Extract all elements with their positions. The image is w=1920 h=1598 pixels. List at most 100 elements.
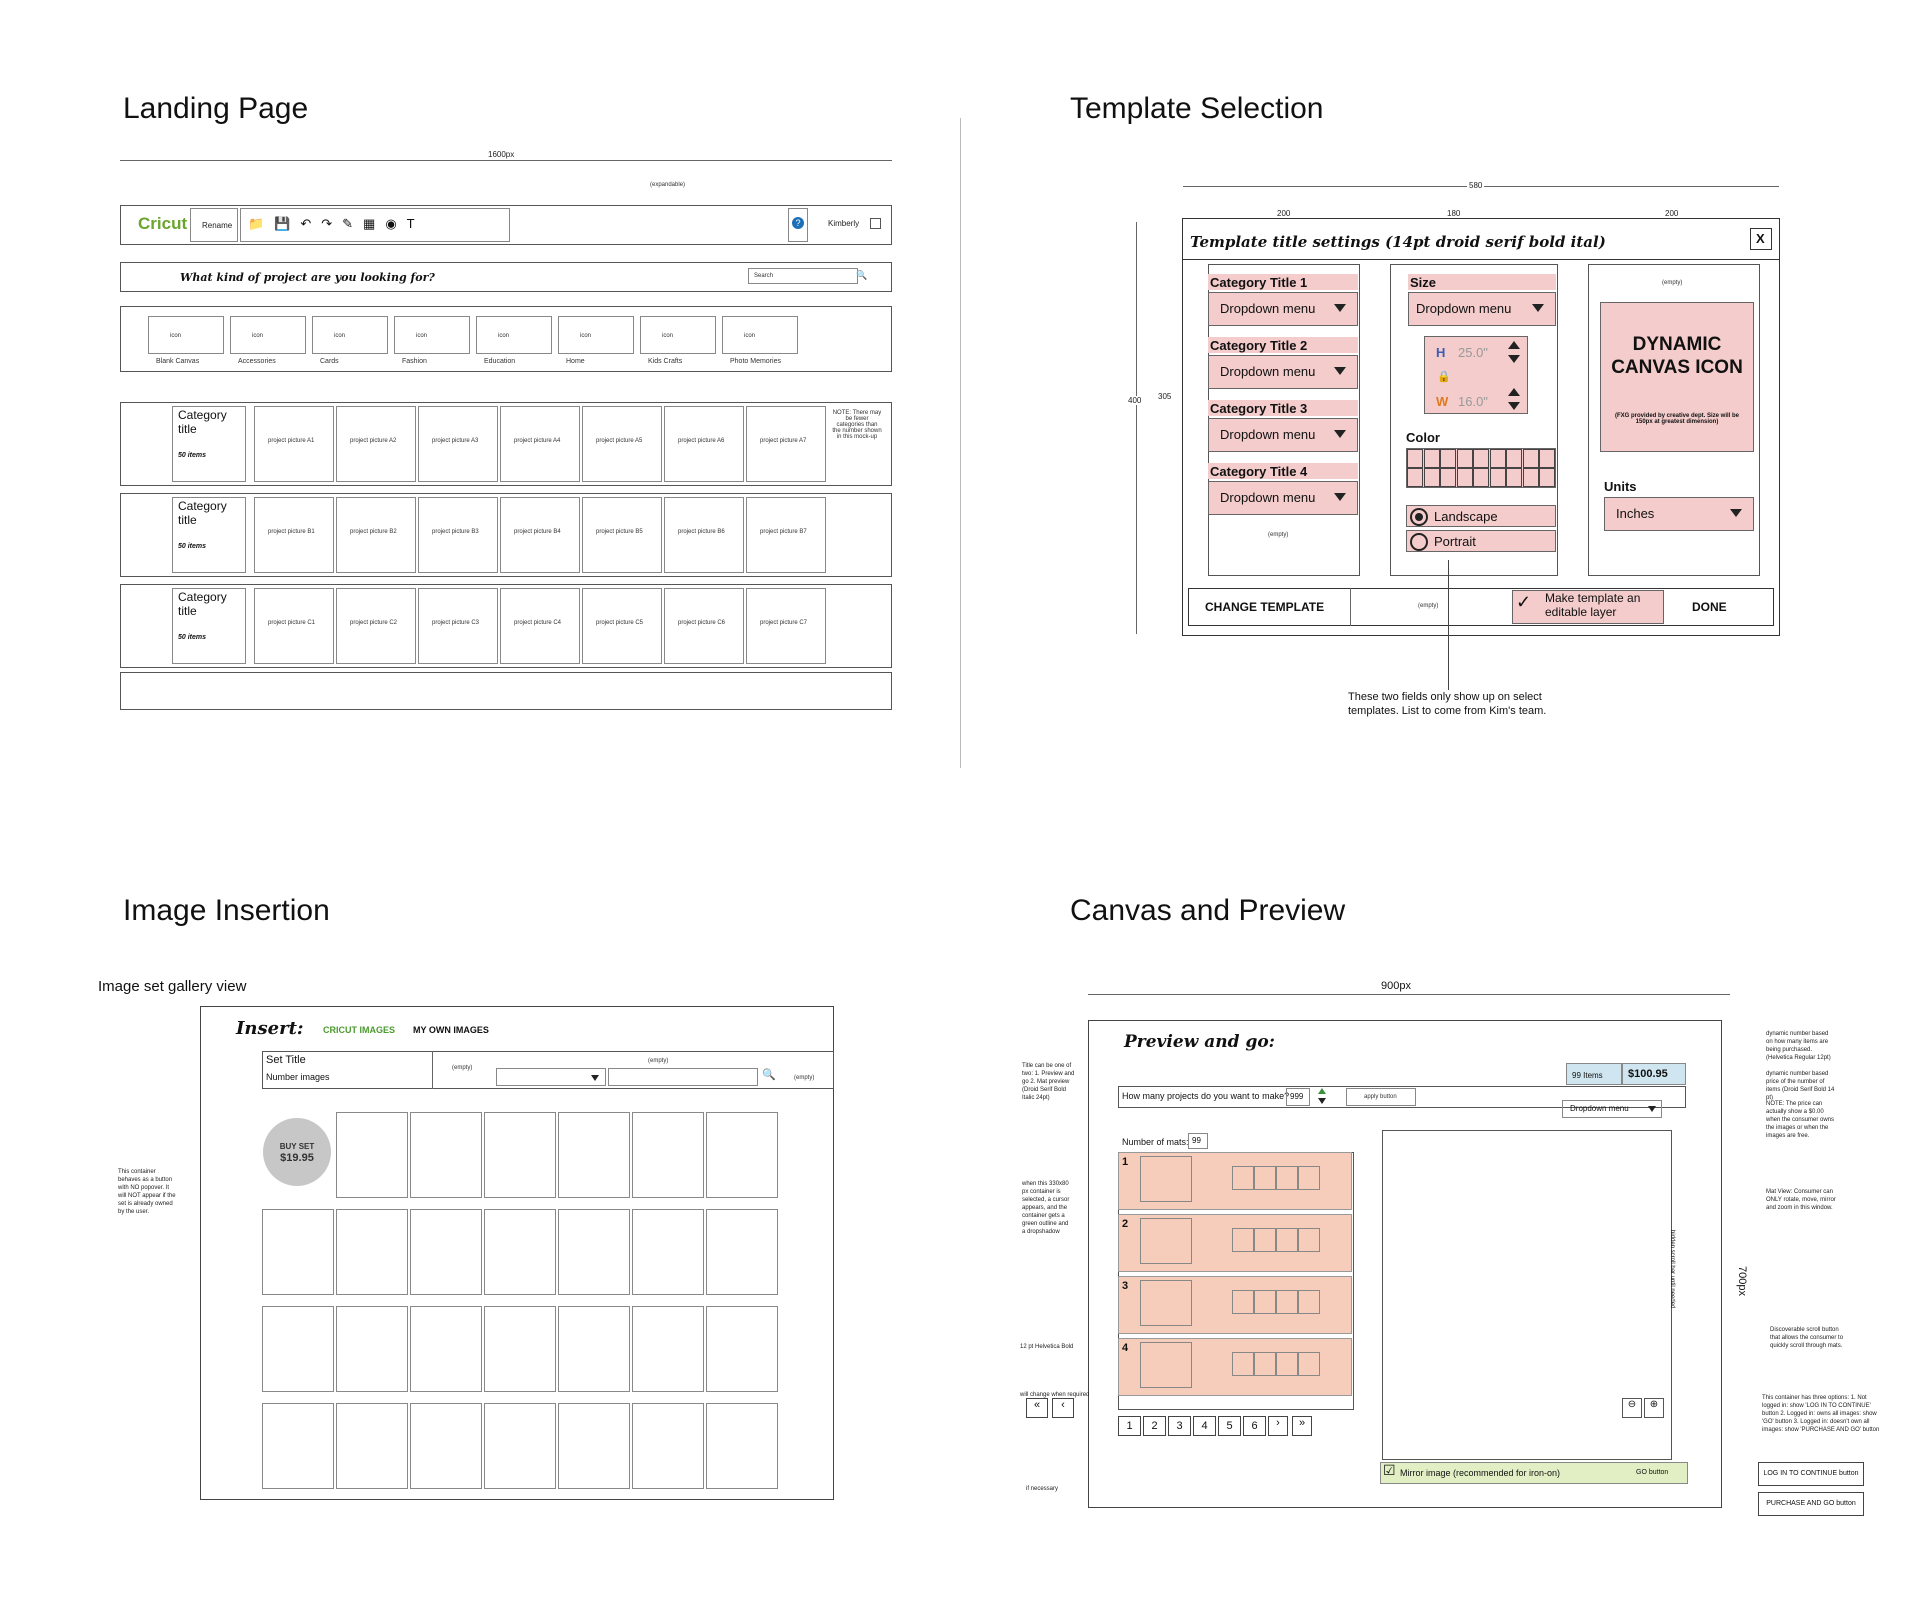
image-thumbnail[interactable] [632, 1112, 704, 1198]
last-page-icon[interactable]: » [1292, 1416, 1312, 1436]
user-name[interactable]: Kimberly [828, 219, 860, 228]
help-button[interactable] [788, 208, 808, 242]
image-thumbnail[interactable] [262, 1306, 334, 1392]
portrait-option[interactable] [1406, 530, 1556, 552]
image-thumbnail[interactable] [336, 1403, 408, 1489]
landscape-radio[interactable] [1410, 508, 1428, 526]
search-input[interactable] [748, 268, 858, 284]
mat-item[interactable] [1118, 1276, 1352, 1334]
color-swatch[interactable] [1473, 449, 1489, 468]
height-input[interactable]: 25.0" [1458, 345, 1488, 360]
image-thumbnail[interactable] [632, 1403, 704, 1489]
project-picture[interactable] [254, 588, 334, 664]
mat-item[interactable] [1118, 1152, 1352, 1210]
chevron-down-icon[interactable] [1334, 304, 1346, 312]
checkbox-check-icon[interactable]: ✓ [1516, 592, 1532, 612]
chevron-down-icon[interactable] [1532, 304, 1544, 312]
project-picture[interactable] [418, 497, 498, 573]
page-button[interactable]: 2 [1143, 1416, 1166, 1436]
go-button[interactable]: GO button [1636, 1469, 1669, 1476]
project-picture[interactable] [172, 497, 246, 573]
zoom-out-icon[interactable]: ⊖ [1622, 1398, 1642, 1418]
next-page-icon[interactable]: › [1268, 1416, 1288, 1436]
project-picture[interactable] [172, 588, 246, 664]
category-dropdown[interactable] [1208, 481, 1358, 515]
color-swatch[interactable] [1522, 449, 1539, 468]
color-swatch[interactable] [1407, 449, 1423, 468]
category-tile[interactable] [148, 316, 224, 354]
width-up-icon[interactable] [1508, 388, 1520, 396]
change-template-button[interactable]: CHANGE TEMPLATE [1205, 600, 1325, 614]
project-picture[interactable] [582, 406, 662, 482]
toolbar-icons[interactable]: 📁💾↶↷✎▦◉T [248, 216, 425, 231]
buy-set-button[interactable] [263, 1118, 331, 1186]
mats-input[interactable] [1188, 1133, 1208, 1149]
width-down-icon[interactable] [1508, 402, 1520, 410]
color-swatch[interactable] [1489, 449, 1506, 468]
project-picture[interactable] [172, 406, 246, 482]
category-tile[interactable] [476, 316, 552, 354]
image-thumbnail[interactable] [410, 1112, 482, 1198]
image-thumbnail[interactable] [336, 1209, 408, 1295]
image-thumbnail[interactable] [336, 1306, 408, 1392]
prev-page-icon[interactable]: ‹ [1052, 1398, 1074, 1418]
rename-button[interactable] [190, 208, 238, 242]
done-button[interactable]: DONE [1692, 600, 1727, 614]
image-thumbnail[interactable] [484, 1306, 556, 1392]
image-thumbnail[interactable] [632, 1209, 704, 1295]
landscape-option[interactable] [1406, 505, 1556, 527]
project-picture[interactable] [254, 406, 334, 482]
cricut-images-tab[interactable]: CRICUT IMAGES [323, 1025, 395, 1035]
zoom-in-icon[interactable]: ⊕ [1644, 1398, 1664, 1418]
units-dropdown[interactable] [1604, 497, 1754, 531]
category-tile[interactable] [640, 316, 716, 354]
image-thumbnail[interactable] [336, 1112, 408, 1198]
image-dropdown[interactable] [496, 1068, 606, 1086]
project-picture[interactable] [418, 406, 498, 482]
project-picture[interactable] [500, 588, 580, 664]
project-picture[interactable] [336, 588, 416, 664]
close-icon[interactable]: X [1756, 231, 1765, 246]
image-search-input[interactable] [608, 1068, 758, 1086]
project-picture[interactable] [500, 406, 580, 482]
page-button[interactable]: 4 [1193, 1416, 1216, 1436]
image-thumbnail[interactable] [484, 1112, 556, 1198]
cricut-logo[interactable]: Cricut [138, 214, 188, 233]
search-icon[interactable]: 🔍 [856, 270, 868, 280]
chevron-down-icon[interactable] [1334, 430, 1346, 438]
color-swatch[interactable] [1506, 468, 1522, 487]
editable-layer-option[interactable] [1512, 590, 1664, 624]
color-swatch[interactable] [1440, 449, 1456, 468]
project-picture[interactable] [582, 497, 662, 573]
width-input[interactable]: 16.0" [1458, 394, 1488, 409]
project-picture[interactable] [254, 497, 334, 573]
category-tile[interactable] [312, 316, 388, 354]
mat-item[interactable] [1118, 1338, 1352, 1396]
color-swatch[interactable] [1473, 468, 1489, 487]
page-button[interactable]: 3 [1168, 1416, 1191, 1436]
image-search-icon[interactable]: 🔍 [762, 1069, 776, 1081]
canvas-dropdown[interactable] [1562, 1100, 1662, 1118]
color-swatch[interactable] [1407, 468, 1423, 487]
chevron-down-icon[interactable] [1334, 493, 1346, 501]
image-thumbnail[interactable] [262, 1403, 334, 1489]
color-swatch[interactable] [1539, 449, 1555, 468]
chevron-down-icon[interactable] [1334, 367, 1346, 375]
project-picture[interactable] [336, 497, 416, 573]
category-tile[interactable] [722, 316, 798, 354]
login-button[interactable]: LOG IN TO CONTINUE button [1758, 1462, 1864, 1486]
project-picture[interactable] [664, 406, 744, 482]
category-dropdown[interactable] [1208, 292, 1358, 326]
project-picture[interactable] [418, 588, 498, 664]
project-picture[interactable] [336, 406, 416, 482]
project-picture[interactable] [746, 406, 826, 482]
color-swatch[interactable] [1423, 449, 1440, 468]
image-thumbnail[interactable] [410, 1403, 482, 1489]
image-thumbnail[interactable] [706, 1112, 778, 1198]
category-tile[interactable] [230, 316, 306, 354]
color-swatch[interactable] [1456, 468, 1473, 487]
color-swatch[interactable] [1522, 468, 1539, 487]
color-swatch[interactable] [1489, 468, 1506, 487]
size-dropdown[interactable] [1408, 292, 1556, 326]
page-button[interactable]: 5 [1218, 1416, 1241, 1436]
